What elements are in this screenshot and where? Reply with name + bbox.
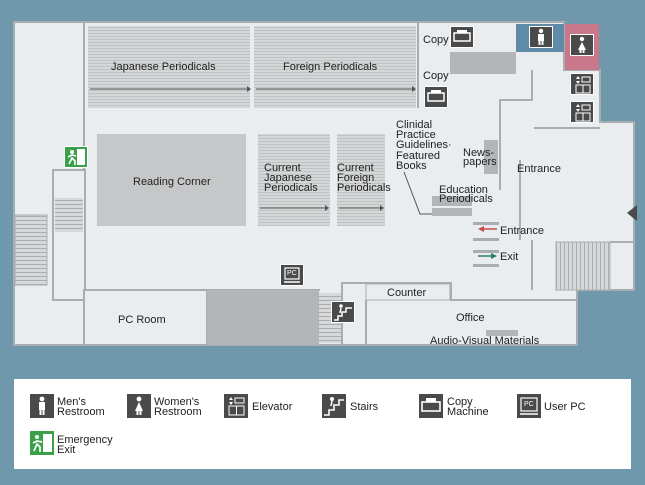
label-office: Office [456,312,485,324]
mens-restroom-icon[interactable] [529,26,553,48]
legend-user-pc: User PC [544,401,586,413]
foreign-periodicals-stack [254,26,416,108]
current-foreign-stack [337,134,385,226]
exit-arrow-icon [491,253,497,259]
legend-emergency-2: Exit [57,444,76,456]
left-stairs [55,198,83,232]
user-pc-icon[interactable]: PC [280,264,304,286]
entrance-marker [627,205,637,221]
label-pc-room: PC Room [118,314,166,326]
label-counter: Counter [387,287,427,299]
counter-area [365,283,451,301]
label-copy-second: Copy [423,70,449,82]
label-guidelines-5: Books [396,160,427,172]
legend-stairs: Stairs [350,401,379,413]
copy-machine-icon[interactable] [450,26,474,48]
label-exit-arrow: Exit [500,251,519,263]
center-block [207,290,319,345]
emergency-exit-icon[interactable] [64,146,88,168]
far-left-stairs [14,214,48,286]
legend-copy-2: Machine [447,406,489,418]
womens-restroom-icon [127,394,151,418]
label-education-1: Education [439,184,488,196]
label-newspapers-1: News- [463,147,495,159]
entrance-stairs [555,241,611,291]
stairs-icon [322,394,346,418]
legend-womens-2: Restroom [154,406,202,418]
label-entrance-arrow: Entrance [500,225,545,237]
legend: Men's Restroom Women's Restroom Elevator… [14,379,631,469]
legend-pc-icon-text: PC [524,401,534,408]
left-stair-well [52,169,86,301]
stairs-icon[interactable] [331,301,355,323]
legend-mens-2: Restroom [57,406,105,418]
elevator-icon[interactable] [570,73,594,95]
entrance-arrow-icon [478,226,484,232]
label-current-foreign-1: Current [337,162,374,174]
label-current-foreign-3: Periodicals [337,182,391,194]
copy-counter [450,52,516,74]
label-guidelines-1: Clinidal [396,119,433,131]
pc-icon-text: PC [287,270,297,277]
user-pc-icon: PC [517,394,541,418]
copy-machine-icon[interactable] [424,86,448,108]
japanese-periodicals-stack [88,26,250,108]
audio-visual-shelf [486,330,518,336]
label-entrance-main: Entrance [517,163,562,175]
legend-copy-1: Copy [447,396,473,408]
mens-restroom-icon [30,394,54,418]
label-foreign-periodicals: Foreign Periodicals [283,61,378,73]
elevator-icon[interactable] [570,101,594,123]
label-newspapers-2: papers [463,156,497,168]
legend-mens-1: Men's [57,396,86,408]
legend-womens-1: Women's [154,396,200,408]
label-current-foreign-2: Foreign [337,172,375,184]
label-education-2: Periodicals [439,193,493,205]
copy-machine-icon [419,394,443,418]
education-shelf [432,196,472,206]
legend-elevator: Elevator [252,401,293,413]
legend-emergency-1: Emergency [57,434,113,446]
pc-room-area [83,289,208,346]
current-japanese-stack [258,134,330,226]
label-reading-corner: Reading Corner [133,176,211,188]
label-audio-visual: Audio-Visual Materials [430,335,540,347]
label-guidelines-3: Guidelines· [396,139,452,151]
label-guidelines-2: Practice [396,129,436,141]
label-current-japanese-1: Current [264,162,301,174]
emergency-exit-icon [30,431,54,455]
label-current-japanese-2: Japanese [264,172,312,184]
newspapers-shelf [484,140,498,174]
label-copy-top: Copy [423,34,449,46]
label-japanese-periodicals: Japanese Periodicals [111,61,216,73]
label-current-japanese-3: Periodicals [264,182,318,194]
womens-restroom-icon[interactable] [570,34,594,56]
reading-corner-area [97,134,246,226]
label-guidelines-4: Featured [396,150,441,162]
elevator-icon [224,394,248,418]
